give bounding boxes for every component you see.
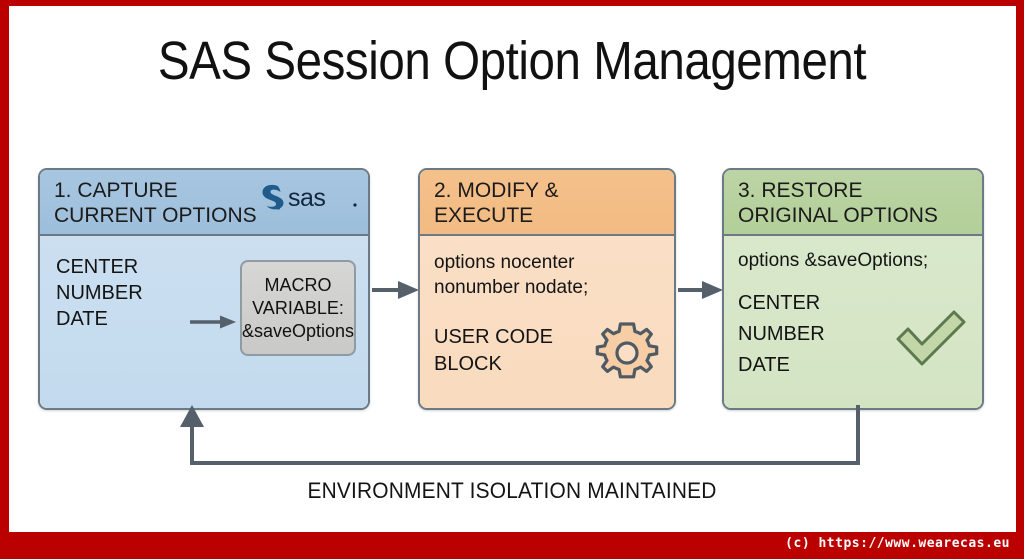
stage-capture-header-label: 1. CAPTURE CURRENT OPTIONS [54, 179, 257, 227]
option-item: DATE [738, 354, 790, 376]
arrow-right-icon [190, 315, 236, 329]
stage-restore-body: options &saveOptions; CENTER NUMBER DATE [724, 236, 982, 408]
frame-border-top [0, 0, 1024, 6]
watermark-text: (c) https://www.wearecas.eu [785, 536, 1010, 551]
restored-options-list: CENTER NUMBER DATE [738, 288, 825, 381]
svg-text:sas: sas [288, 184, 325, 212]
stage-restore-header-label: 3. RESTORE ORIGINAL OPTIONS [738, 179, 938, 227]
feedback-loop-arrow [180, 405, 860, 465]
frame-border-bottom [0, 532, 1024, 559]
sas-logo: sas [262, 184, 357, 212]
stage-modify-header: 2. MODIFY & EXECUTE [420, 170, 674, 236]
macro-chip-line: &saveOptions [241, 320, 355, 341]
stage-restore-header: 3. RESTORE ORIGINAL OPTIONS [724, 170, 982, 236]
connector-capture-to-modify [372, 281, 419, 299]
modify-code-snippet: options nocenter nonumber nodate; [434, 252, 589, 298]
option-item: DATE [56, 308, 108, 330]
option-item: CENTER [56, 256, 139, 278]
stage-modify-execute: 2. MODIFY & EXECUTE options nocenter non… [418, 168, 676, 410]
frame-border-right [1016, 0, 1024, 533]
stage-capture-current-options: 1. CAPTURE CURRENT OPTIONS sas CENTER NU… [38, 168, 370, 410]
connector-modify-to-restore [678, 281, 723, 299]
captured-options-list: CENTER NUMBER DATE [56, 254, 143, 332]
user-code-block-label: USER CODE BLOCK [434, 326, 553, 375]
stage-modify-body: options nocenter nonumber nodate; USER C… [420, 236, 674, 408]
stage-modify-header-label: 2. MODIFY & EXECUTE [434, 179, 559, 227]
option-item: NUMBER [738, 323, 825, 345]
gear-icon [595, 322, 659, 379]
feedback-loop-caption: ENVIRONMENT ISOLATION MAINTAINED [307, 478, 717, 503]
stage-capture-header: 1. CAPTURE CURRENT OPTIONS sas [40, 170, 368, 236]
stage-restore-original-options: 3. RESTORE ORIGINAL OPTIONS options &sav… [722, 168, 984, 410]
frame-border-left [0, 0, 9, 533]
stage-capture-body: CENTER NUMBER DATE MACRO VARIABLE: &save… [40, 236, 368, 408]
option-item: NUMBER [56, 282, 143, 304]
macro-chip-line: MACRO [264, 274, 332, 295]
check-icon [896, 310, 966, 366]
page-title: SAS Session Option Management [157, 31, 867, 91]
macro-chip-line: VARIABLE: [252, 297, 344, 318]
macro-variable-chip: MACRO VARIABLE: &saveOptions [240, 260, 356, 356]
option-item: CENTER [738, 292, 821, 314]
restore-code-snippet: options &saveOptions; [738, 250, 929, 271]
